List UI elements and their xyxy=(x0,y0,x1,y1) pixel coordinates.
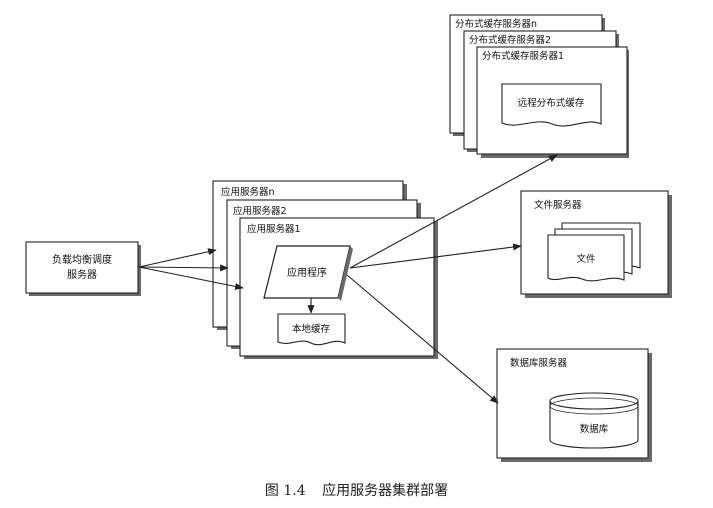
database-label: 数据库 xyxy=(580,423,609,435)
app-server-2-label: 应用服务器2 xyxy=(233,205,287,217)
app-program-label: 应用程序 xyxy=(287,266,327,279)
db-server-label: 数据库服务器 xyxy=(510,357,568,369)
dist-cache-stack: 分布式缓存服务器n 分布式缓存服务器2 分布式缓存服务器1 远程分布式缓存 xyxy=(449,14,629,158)
program-to-dist-cache-arrow xyxy=(349,154,558,269)
remote-cache-node: 远程分布式缓存 xyxy=(501,83,602,127)
app-server-n-label: 应用服务器n xyxy=(221,186,275,198)
local-cache-label: 本地缓存 xyxy=(292,323,331,335)
load-balancer-node: 负载均衡调度 服务器 xyxy=(25,241,141,296)
figure-title: 应用服务器集群部署 xyxy=(322,483,449,499)
dist-cache-1-label: 分布式缓存服务器1 xyxy=(482,50,564,62)
file-server-node: 文件服务器 文件 xyxy=(520,190,672,298)
file-server-label: 文件服务器 xyxy=(534,199,582,211)
dist-cache-2-label: 分布式缓存服务器2 xyxy=(469,34,551,46)
load-balancer-label-line2: 服务器 xyxy=(67,268,97,281)
program-to-file-server-arrow xyxy=(349,243,522,269)
load-balancer-label-line1: 负载均衡调度 xyxy=(52,253,112,266)
dist-cache-n-label: 分布式缓存服务器n xyxy=(455,18,537,30)
app-server-1-label: 应用服务器1 xyxy=(247,223,301,235)
figure-number: 图 1.4 xyxy=(264,483,306,499)
figure-caption: 图 1.4 应用服务器集群部署 xyxy=(0,480,713,500)
remote-cache-label: 远程分布式缓存 xyxy=(518,97,585,109)
lb-to-app-server-n-arrow xyxy=(138,248,217,268)
db-server-node: 数据库服务器 数据库 xyxy=(496,348,652,462)
file-stack-icon: 文件 xyxy=(547,222,641,282)
lb-to-app-server-1-arrow xyxy=(138,266,244,290)
file-label: 文件 xyxy=(576,253,596,265)
lb-to-app-server-2-arrow xyxy=(138,264,229,272)
app-program-node: 应用程序 xyxy=(263,245,353,301)
database-cylinder-icon: 数据库 xyxy=(549,392,639,449)
app-server-stack: 应用服务器n 应用服务器2 应用服务器1 应用程序 本地缓存 xyxy=(212,180,438,359)
program-to-db-server-arrow xyxy=(346,274,499,404)
architecture-diagram: 负载均衡调度 服务器 应用服务器n 应用服务器2 应用服务器1 应用程序 本地缓… xyxy=(25,14,672,462)
local-cache-node: 本地缓存 xyxy=(277,313,346,346)
